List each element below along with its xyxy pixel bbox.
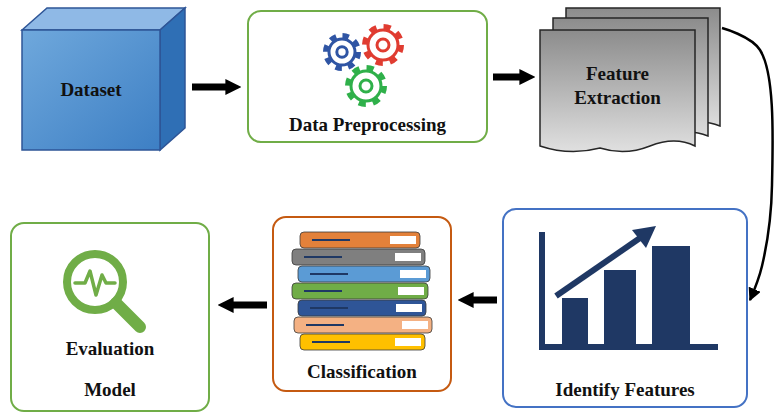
chart-icon xyxy=(652,246,690,344)
books-icon xyxy=(292,249,425,265)
gears-icon xyxy=(368,30,398,60)
books-icon xyxy=(400,270,426,278)
books-icon xyxy=(292,283,428,299)
flow-arrow xyxy=(232,302,267,309)
node-label: Evaluation Model xyxy=(50,328,170,410)
books-icon xyxy=(398,287,424,295)
gears-icon xyxy=(360,80,372,92)
books-icon xyxy=(292,232,432,350)
gears-icon xyxy=(351,71,381,101)
process-box: Identify Features xyxy=(502,208,748,408)
chart-icon xyxy=(632,226,656,248)
chart-icon xyxy=(542,226,718,347)
dataset-cube xyxy=(22,8,185,30)
books-icon xyxy=(294,317,432,333)
process-box: Classification xyxy=(272,216,452,392)
books-icon xyxy=(402,321,428,329)
books-icon xyxy=(310,273,348,275)
node-label: Classification xyxy=(307,360,417,384)
books-icon xyxy=(390,236,416,244)
books-icon xyxy=(298,266,430,282)
gears-icon xyxy=(329,39,355,65)
books-icon xyxy=(310,307,348,309)
node-label: Feature Extraction xyxy=(558,62,678,110)
chart-icon xyxy=(556,238,640,296)
gears-icon xyxy=(326,27,401,104)
flow-arrow xyxy=(192,84,227,91)
dataset-cube xyxy=(22,30,160,150)
flow-arrow xyxy=(472,297,497,304)
chart-icon xyxy=(562,298,588,344)
node-label: Dataset xyxy=(60,78,121,102)
books-icon xyxy=(306,324,344,326)
process-box: Data Preprocessing xyxy=(247,10,488,143)
document-node: Feature Extraction xyxy=(540,30,695,142)
process-box: Evaluation Model xyxy=(10,222,210,412)
flow-arrow xyxy=(493,74,521,81)
chart-icon xyxy=(604,270,636,344)
books-icon xyxy=(304,256,342,258)
magnifier-icon xyxy=(67,254,140,327)
node-label: Identify Features xyxy=(555,378,695,402)
dataset-cube xyxy=(22,8,185,150)
books-icon xyxy=(396,304,422,312)
gears-icon xyxy=(326,36,358,68)
document-stack xyxy=(540,30,695,152)
books-icon xyxy=(395,338,421,346)
gears-icon xyxy=(348,68,384,104)
node-label: Data Preprocessing xyxy=(289,113,446,137)
books-icon xyxy=(300,334,425,350)
books-icon xyxy=(300,232,420,248)
gears-icon xyxy=(377,39,389,51)
gears-icon xyxy=(337,47,347,57)
magnifier-icon xyxy=(75,271,115,295)
document-stack xyxy=(540,8,720,152)
dataset-cube xyxy=(160,8,185,150)
dataset-node: Dataset xyxy=(22,30,160,150)
books-icon xyxy=(304,290,342,292)
books-icon xyxy=(395,253,421,261)
books-icon xyxy=(312,341,350,343)
gears-icon xyxy=(365,27,401,63)
books-icon xyxy=(298,300,426,316)
magnifier-icon xyxy=(116,303,140,327)
books-icon xyxy=(312,239,350,241)
chart-icon xyxy=(542,232,718,347)
